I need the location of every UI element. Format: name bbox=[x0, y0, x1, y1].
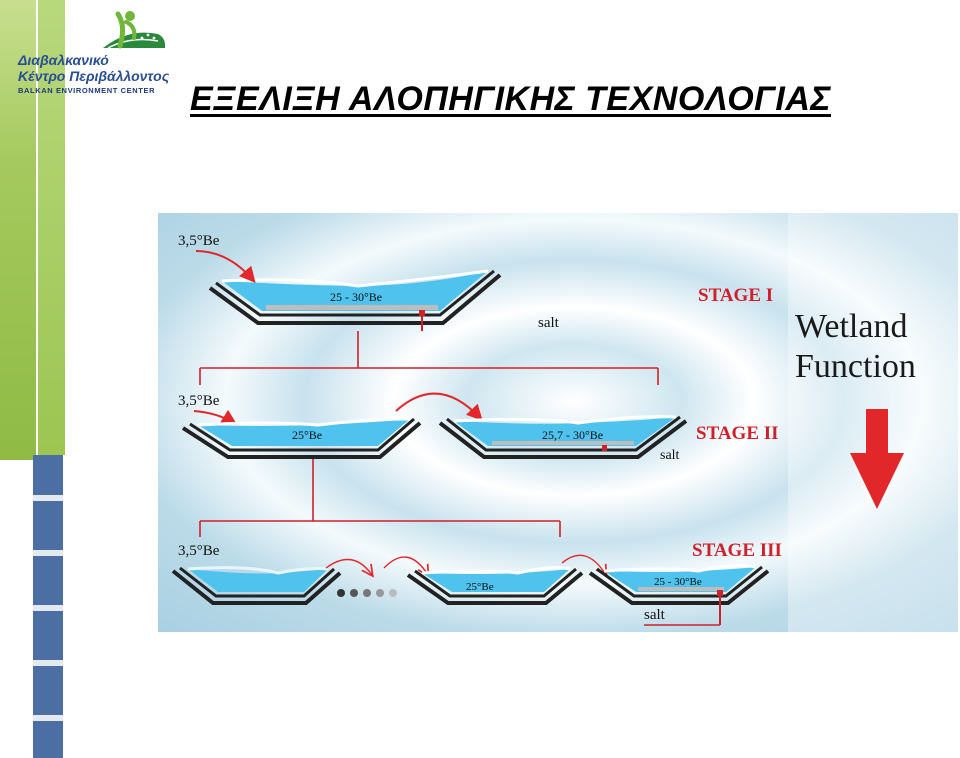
logo-emblem-icon bbox=[103, 11, 166, 49]
down-arrow-icon bbox=[850, 409, 904, 509]
stage2-pan1 bbox=[181, 417, 422, 459]
stage2-transfer-arrow bbox=[395, 392, 483, 421]
logo-line-1: Διαβαλκανικό bbox=[18, 52, 109, 68]
stage3-salt-label: salt bbox=[644, 607, 666, 623]
stage3-transfer-arrow-1 bbox=[325, 558, 372, 575]
stage1-pan bbox=[208, 269, 502, 331]
stage1-inflow-label: 3,5°Be bbox=[178, 233, 220, 249]
stage2-pan1-label: 25°Be bbox=[292, 428, 322, 442]
stage3-transfer-arrow-2 bbox=[383, 556, 428, 575]
stage3-pan1 bbox=[171, 566, 342, 605]
stage3-inflow-label: 3,5°Be bbox=[178, 543, 220, 559]
stage2-to-stage3-connector bbox=[199, 459, 561, 537]
stage2-inflow-label: 3,5°Be bbox=[178, 393, 220, 409]
stage2-pan2-label: 25,7 - 30°Be bbox=[542, 428, 603, 442]
stage1-to-stage2-connector bbox=[199, 331, 659, 385]
stage3-label: STAGE III bbox=[692, 540, 782, 561]
stage3-pan3-label: 25 - 30°Be bbox=[654, 576, 702, 588]
page-title: ΕΞΕΛΙΞΗ ΑΛΟΠΗΓΙΚΗΣ ΤΕΧΝΟΛΟΓΙΑΣ bbox=[190, 80, 831, 118]
stage2-salt-label: salt bbox=[660, 448, 680, 463]
stage1-inflow-arrow bbox=[195, 250, 256, 284]
stage3-pan2 bbox=[406, 566, 584, 605]
stage1-label: STAGE I bbox=[698, 285, 773, 306]
side-strip-blue bbox=[33, 455, 63, 758]
stage2-pan2 bbox=[438, 415, 688, 459]
stage3-pan2-label: 25°Be bbox=[466, 581, 494, 593]
stage2-label: STAGE II bbox=[696, 423, 779, 444]
stage2-inflow-arrow bbox=[193, 409, 238, 426]
stage3-transfer-arrow-3 bbox=[561, 554, 606, 575]
stage1-pan-label: 25 - 30°Be bbox=[330, 290, 382, 304]
side-strip-green bbox=[36, 0, 65, 455]
saltworks-stages-diagram: 3,5°Be 25 - 30°Be salt STAGE I 3,5°Be 25… bbox=[158, 213, 958, 632]
side-bar-green bbox=[0, 0, 36, 460]
logo-line-3: BALKAN ENVIRONMENT CENTER bbox=[18, 86, 156, 95]
wetland-label-line-2: Function bbox=[795, 348, 916, 385]
logo-line-2: Κέντρο Περιβάλλοντος bbox=[18, 68, 170, 84]
stage1-salt-label: salt bbox=[538, 315, 560, 331]
stage3-intermediate-dots bbox=[337, 589, 397, 597]
logo: Διαβαλκανικό Κέντρο Περιβάλλοντος BALKAN… bbox=[8, 8, 173, 95]
wetland-label-line-1: Wetland bbox=[795, 308, 907, 345]
stage3-pan3 bbox=[588, 564, 770, 626]
